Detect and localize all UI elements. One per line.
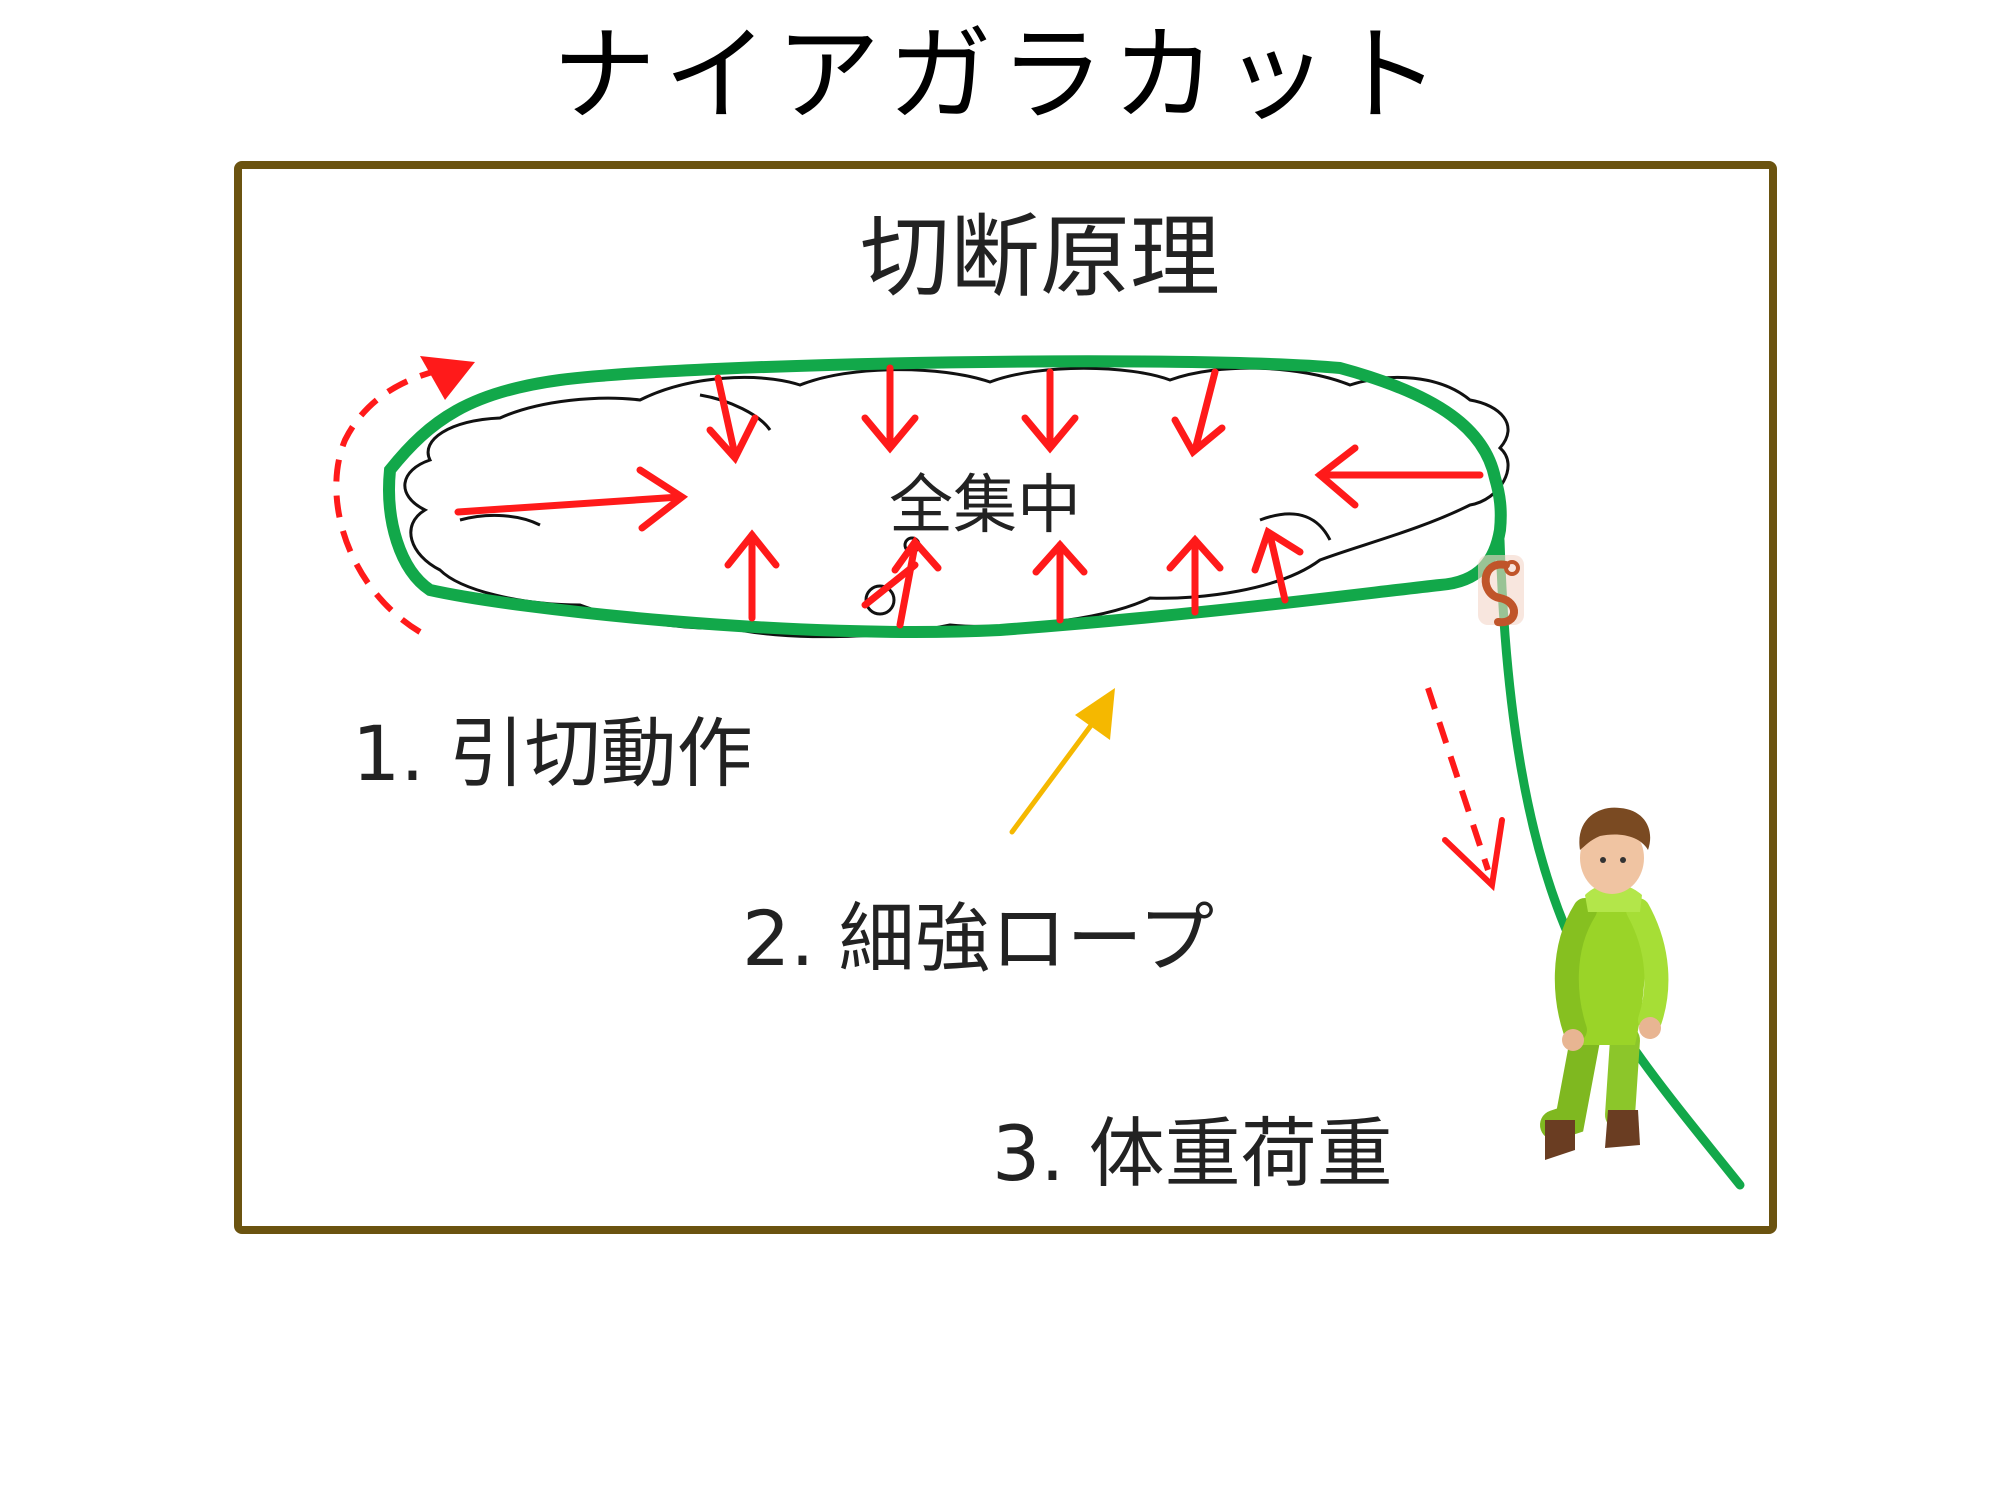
step-2-label: 2. 細強ロープ xyxy=(742,894,1214,983)
step-1-label: 1. 引切動作 xyxy=(352,709,753,798)
focus-arrows xyxy=(454,364,1484,629)
page-title: ナイアガラカット xyxy=(551,14,1448,136)
step-3-label: 3. 体重荷重 xyxy=(992,1109,1393,1198)
rope-pointer-arrow xyxy=(1009,688,1115,835)
panel-frame xyxy=(234,161,1777,1234)
weight-direction-arrow xyxy=(1425,687,1505,892)
panel-heading: 切断原理 xyxy=(860,205,1220,310)
rope-loop xyxy=(383,355,1507,638)
hook-icon xyxy=(1478,555,1524,627)
pull-motion-arrowhead xyxy=(420,356,475,400)
pull-motion-arrow xyxy=(333,367,441,635)
center-label: 全集中 xyxy=(889,469,1081,543)
person-figure-icon xyxy=(1540,807,1669,1160)
